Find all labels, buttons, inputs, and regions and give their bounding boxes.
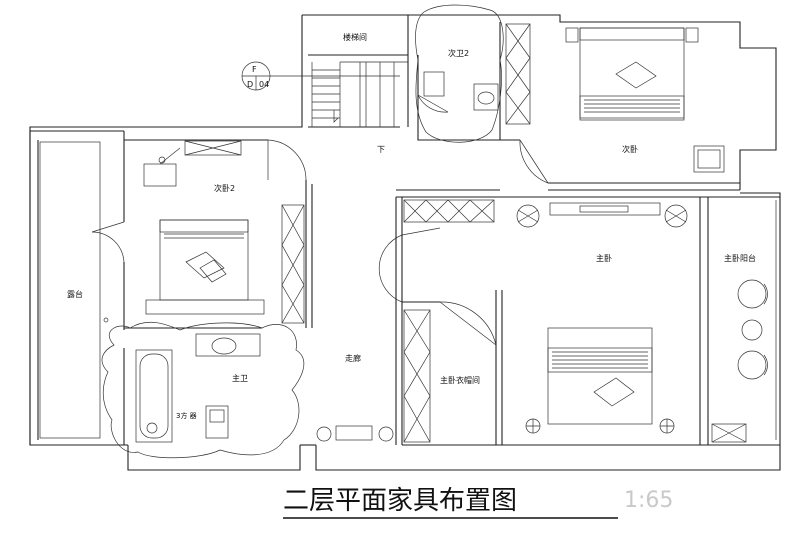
label-second-bedroom-2: 次卧2	[214, 183, 235, 193]
furniture-misc	[143, 145, 777, 442]
interior-walls	[37, 14, 780, 446]
second-bedroom-bed	[565, 27, 699, 121]
label-stair-down: 下	[377, 145, 385, 154]
label-terrace: 露台	[67, 289, 83, 299]
label-second-bedroom: 次卧	[622, 144, 638, 154]
label-master-closet: 主卧衣帽间	[440, 375, 480, 385]
drawing-title-block: 二层平面家具布置图 1:65	[283, 486, 673, 519]
label-master-balcony: 主卧阳台	[724, 253, 756, 263]
wardrobes	[184, 23, 747, 443]
terrace-area	[39, 141, 109, 439]
second-bath-fixtures	[415, 4, 504, 143]
second-bedroom-2-bed	[145, 219, 265, 315]
stairs	[311, 61, 408, 127]
marker-top: F	[252, 65, 257, 74]
drawing-title: 二层平面家具布置图	[283, 486, 517, 516]
doors	[91, 94, 549, 346]
label-main-bath: 主卫	[232, 373, 248, 383]
outer-walls	[29, 14, 781, 471]
elevation-marker: F D 04	[241, 61, 400, 91]
master-bedroom-bed	[525, 327, 675, 434]
main-bath-fixtures	[101, 321, 305, 459]
marker-bottom-left: D	[247, 80, 253, 89]
label-small-note: 3方 器	[176, 411, 197, 420]
label-stairwell: 楼梯间	[343, 32, 367, 42]
label-corridor: 走廊	[345, 353, 361, 363]
marker-bottom-right: 04	[259, 80, 269, 89]
drawing-scale: 1:65	[624, 488, 673, 513]
room-labels: 楼梯间 下 次卫2 次卧 次卧2 露台 主卫 走廊 主卧衣帽间 主卧 主卧阳台 …	[67, 32, 756, 420]
label-second-bath: 次卫2	[448, 48, 469, 58]
label-master-bedroom: 主卧	[596, 253, 612, 263]
